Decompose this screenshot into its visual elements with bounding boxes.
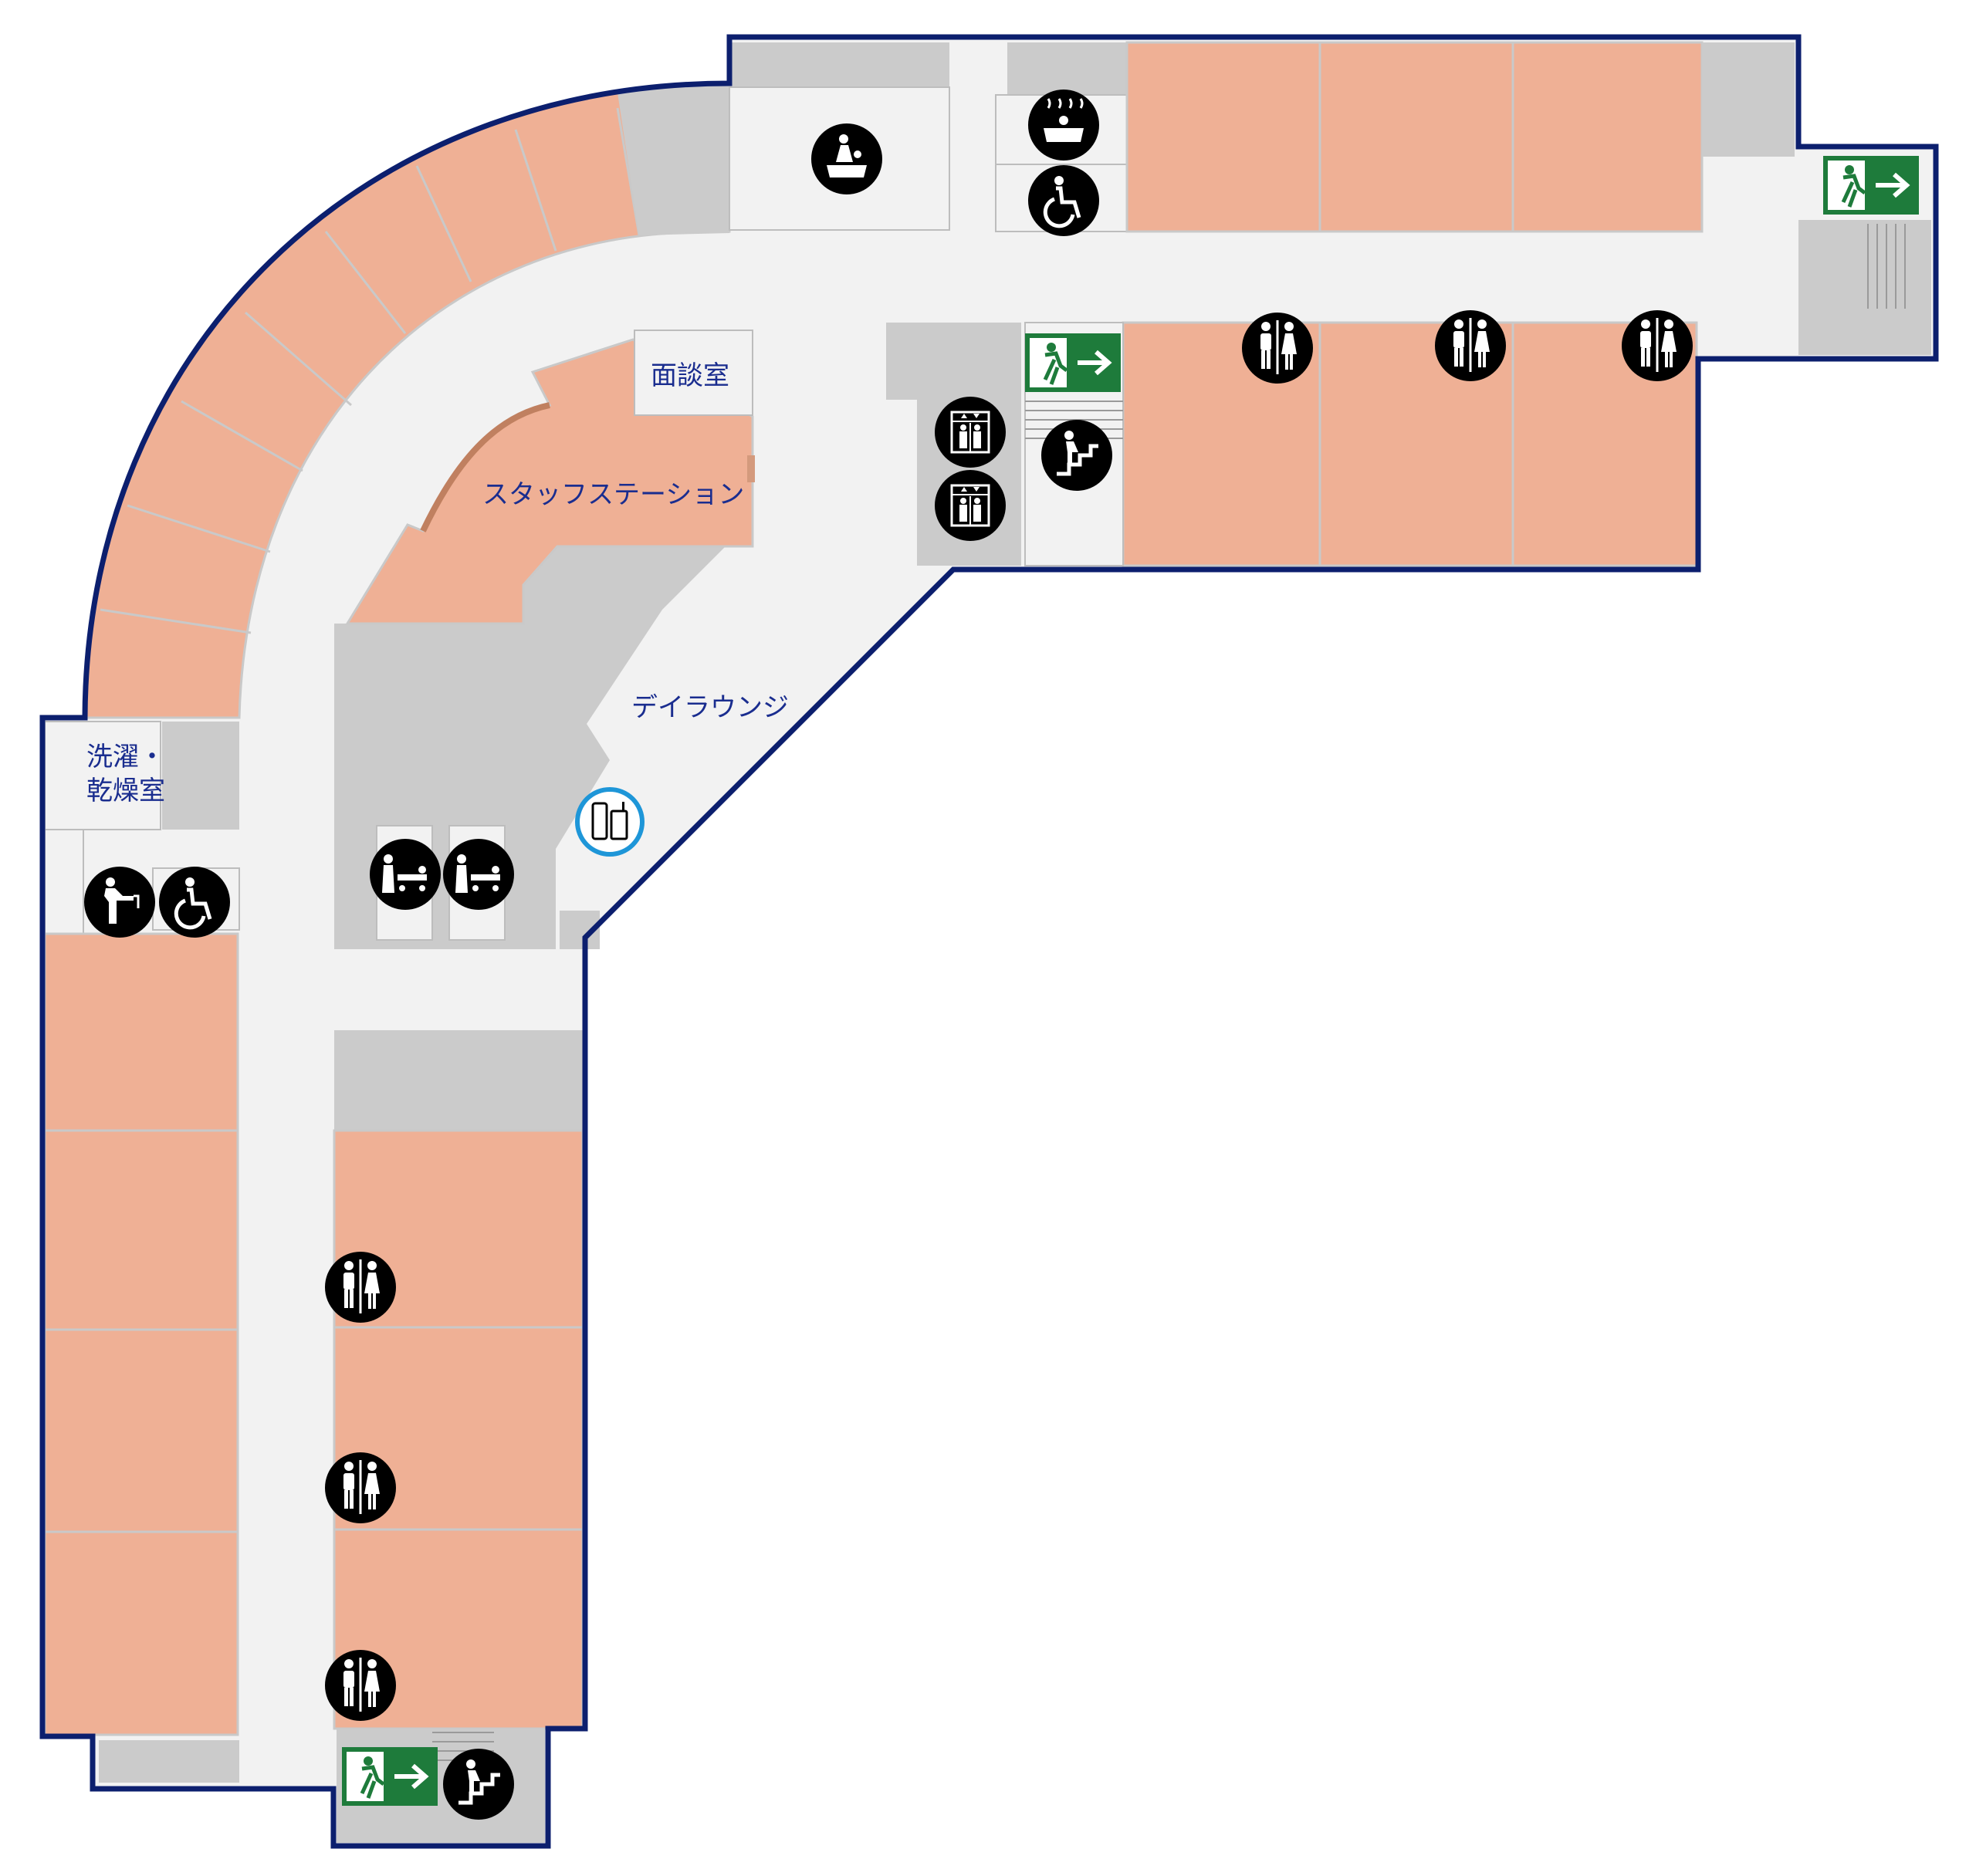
bathing-assist-icon <box>811 123 882 194</box>
wheelchair-toilet-icon <box>1028 165 1099 236</box>
wheelchair-toilet-icon <box>159 867 230 938</box>
building-outline <box>39 34 1939 1849</box>
stretcher-elevator-icon <box>443 839 514 910</box>
emergency-exit-icon <box>1025 333 1121 392</box>
interview-room-label: 面談室 <box>651 360 729 391</box>
mobile-phone-area-icon <box>577 789 642 854</box>
restroom-icon <box>325 1252 396 1323</box>
emergency-exit-icon <box>1823 156 1919 215</box>
bath-icon <box>1027 88 1101 162</box>
laundry-room-label-line1: 洗濯・ <box>86 742 165 772</box>
laundry-room-label-line2: 乾燥室 <box>86 776 165 806</box>
staff-station-label: スタッフステーション <box>482 479 744 510</box>
left-wing <box>43 721 584 1843</box>
elevator-icon <box>933 468 1007 543</box>
restroom-icon <box>1622 310 1693 381</box>
restroom-icon <box>325 1452 396 1523</box>
stairs-icon <box>443 1749 514 1820</box>
stairs-icon <box>1041 420 1112 491</box>
restroom-icon <box>325 1650 396 1721</box>
wash-basin-icon <box>83 865 157 939</box>
day-lounge-label: デイラウンジ <box>631 692 789 723</box>
restroom-icon <box>1242 313 1313 384</box>
restroom-icon <box>1435 310 1506 381</box>
emergency-exit-icon <box>342 1747 438 1806</box>
elevator-icon <box>933 395 1007 469</box>
stretcher-elevator-icon <box>370 839 441 910</box>
